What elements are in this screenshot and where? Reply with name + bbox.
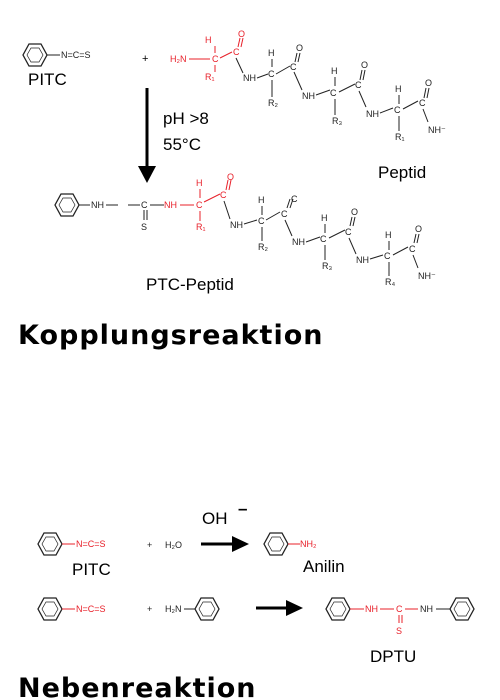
svg-text:C: C — [220, 190, 227, 200]
svg-text:R₁: R₁ — [395, 132, 405, 142]
svg-text:H: H — [205, 35, 212, 45]
reaction-arrow-dptu — [256, 600, 303, 616]
svg-text:H: H — [258, 195, 265, 205]
benzene-ring-icon — [263, 532, 289, 556]
svg-text:C: C — [233, 47, 240, 57]
svg-text:N=C=S: N=C=S — [76, 539, 106, 549]
svg-text:O: O — [415, 224, 422, 234]
peptid-label: Peptid — [378, 163, 426, 182]
svg-text:S: S — [396, 626, 402, 636]
svg-text:NH: NH — [243, 73, 256, 83]
svg-text:O: O — [351, 207, 358, 217]
svg-text:NH: NH — [164, 200, 177, 210]
svg-text:R₁: R₁ — [196, 222, 206, 232]
benzene-ring-icon — [37, 597, 63, 621]
svg-text:O: O — [361, 60, 368, 70]
pitc-molecule-top: N=C=S — [22, 43, 91, 67]
ncs-group: N=C=S — [61, 50, 91, 60]
svg-text:NH: NH — [230, 220, 243, 230]
condition-temperature: 55°C — [163, 135, 201, 154]
svg-text:H: H — [331, 66, 338, 76]
plus-sign-1: + — [147, 540, 152, 550]
pitc-molecule-side-1: N=C=S — [37, 532, 106, 556]
svg-text:O: O — [227, 172, 234, 182]
svg-text:R₂: R₂ — [258, 242, 268, 252]
hydroxide-label: OH — [202, 509, 228, 528]
svg-text:H₂N: H₂N — [165, 604, 182, 614]
svg-text:C: C — [409, 244, 416, 254]
benzene-ring-icon — [194, 597, 220, 621]
anilin-label: Anilin — [303, 557, 345, 576]
reaction-arrow-down — [138, 88, 156, 183]
svg-text:C: C — [330, 88, 337, 98]
svg-text:H₂N: H₂N — [170, 54, 187, 64]
benzene-ring-icon — [22, 43, 48, 67]
plus-sign-top: + — [142, 53, 148, 65]
reaction-arrow-hydrolysis — [201, 536, 249, 552]
svg-text:C: C — [141, 200, 148, 210]
amine-reactant: H₂N — [165, 597, 220, 621]
svg-text:C: C — [212, 54, 219, 64]
svg-text:H: H — [268, 48, 275, 58]
svg-text:C: C — [258, 216, 265, 226]
svg-text:NH: NH — [356, 255, 369, 265]
svg-text:H: H — [385, 230, 392, 240]
pitc-label-top: PITC — [28, 70, 67, 89]
svg-text:H: H — [196, 178, 203, 188]
svg-text:C: C — [355, 80, 362, 90]
svg-text:NH: NH — [420, 604, 433, 614]
ptc-peptide-molecule: NH C S NH H C R₁ C O NH C H R₂ C C NH — [54, 172, 436, 287]
peptide-molecule: H₂N H C R₁ C O NH C H R₂ C O NH C H R₃ C — [170, 29, 446, 142]
benzene-ring-icon — [54, 193, 80, 217]
svg-text:C: C — [394, 105, 401, 115]
svg-text:N=C=S: N=C=S — [76, 604, 106, 614]
svg-text:C: C — [345, 227, 352, 237]
heading-nebenreaktion: Nebenreaktion — [18, 673, 257, 700]
water: H₂O — [165, 540, 182, 550]
svg-text:C: C — [281, 209, 288, 219]
svg-text:NH: NH — [302, 91, 315, 101]
svg-text:H: H — [321, 213, 328, 223]
anilin-molecule: NH₂ — [263, 532, 317, 556]
svg-text:NH: NH — [366, 109, 379, 119]
svg-text:C: C — [396, 604, 403, 614]
plus-sign-2: + — [147, 604, 152, 614]
svg-text:C: C — [384, 251, 391, 261]
svg-text:NH: NH — [365, 604, 378, 614]
svg-text:C: C — [196, 200, 203, 210]
benzene-ring-icon — [37, 532, 63, 556]
pitc-molecule-side-2: N=C=S — [37, 597, 106, 621]
condition-ph: pH >8 — [163, 109, 209, 128]
svg-text:O: O — [296, 43, 303, 53]
svg-text:O: O — [238, 29, 245, 39]
svg-text:O: O — [425, 78, 432, 88]
svg-text:H: H — [395, 84, 402, 94]
dptu-molecule: NH C S NH — [325, 597, 475, 636]
svg-text:NH: NH — [91, 200, 104, 210]
svg-text:R₂: R₂ — [268, 98, 278, 108]
dptu-label: DPTU — [370, 647, 416, 666]
svg-text:R₃: R₃ — [332, 116, 342, 126]
svg-text:C: C — [419, 98, 426, 108]
svg-text:NH⁻: NH⁻ — [428, 125, 446, 135]
heading-kopplungsreaktion: Kopplungsreaktion — [18, 320, 323, 351]
svg-text:C: C — [320, 234, 327, 244]
svg-text:NH⁻: NH⁻ — [418, 271, 436, 281]
svg-text:C: C — [290, 62, 297, 72]
ptc-peptid-label: PTC-Peptid — [146, 275, 234, 294]
svg-text:NH₂: NH₂ — [300, 539, 317, 549]
benzene-ring-icon — [325, 597, 351, 621]
svg-text:R₄: R₄ — [385, 277, 395, 287]
svg-text:R₃: R₃ — [322, 261, 332, 271]
hydroxide-charge: – — [238, 499, 247, 518]
benzene-ring-icon — [449, 597, 475, 621]
svg-text:C: C — [291, 194, 298, 204]
svg-text:NH: NH — [292, 237, 305, 247]
svg-text:R₁: R₁ — [205, 72, 215, 82]
svg-text:C: C — [268, 69, 275, 79]
svg-text:S: S — [141, 222, 147, 232]
pitc-label-side: PITC — [72, 560, 111, 579]
